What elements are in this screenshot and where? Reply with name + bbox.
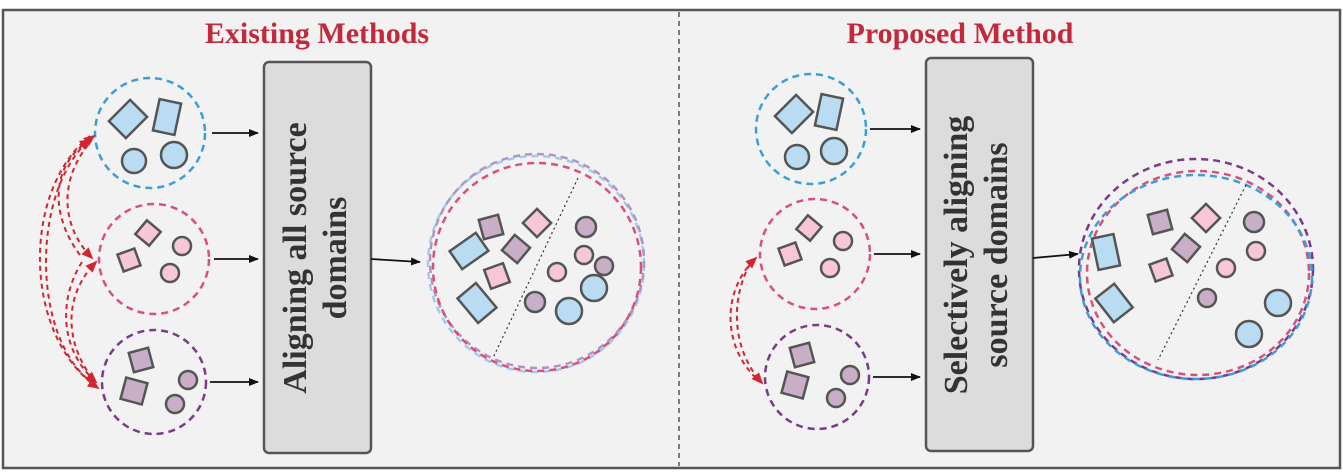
existing-input-arrows bbox=[210, 129, 259, 386]
selective-align-box: Selectively aligning source domains bbox=[924, 56, 1035, 453]
existing-pairwise-alignment-arrows bbox=[38, 134, 100, 390]
proposed-output-arrow bbox=[1032, 250, 1079, 259]
selective-align-label-line2: source domains bbox=[978, 142, 1015, 367]
align-all-box: Aligning all source domains bbox=[262, 60, 373, 455]
proposed-merged-domain bbox=[1077, 157, 1315, 381]
existing-purple-domain bbox=[100, 328, 208, 436]
proposed-pink-domain bbox=[758, 197, 872, 311]
existing-methods-title: Existing Methods bbox=[205, 17, 429, 50]
proposed-blue-domain bbox=[754, 72, 868, 186]
existing-blue-domain bbox=[93, 76, 207, 190]
align-all-label-line2: domains bbox=[317, 197, 354, 320]
proposed-input-arrows bbox=[870, 125, 921, 381]
proposed-method-title: Proposed Method bbox=[847, 17, 1074, 50]
figure-frame bbox=[1, 8, 1342, 470]
selective-align-label-line1: Selectively aligning bbox=[938, 116, 975, 395]
proposed-selective-alignment-arrows bbox=[729, 256, 764, 385]
existing-merged-domain bbox=[426, 152, 646, 374]
proposed-purple-domain bbox=[763, 323, 871, 431]
existing-pink-domain bbox=[97, 202, 211, 316]
existing-output-arrow bbox=[370, 257, 421, 266]
align-all-label-line1: Aligning all source bbox=[277, 122, 314, 393]
